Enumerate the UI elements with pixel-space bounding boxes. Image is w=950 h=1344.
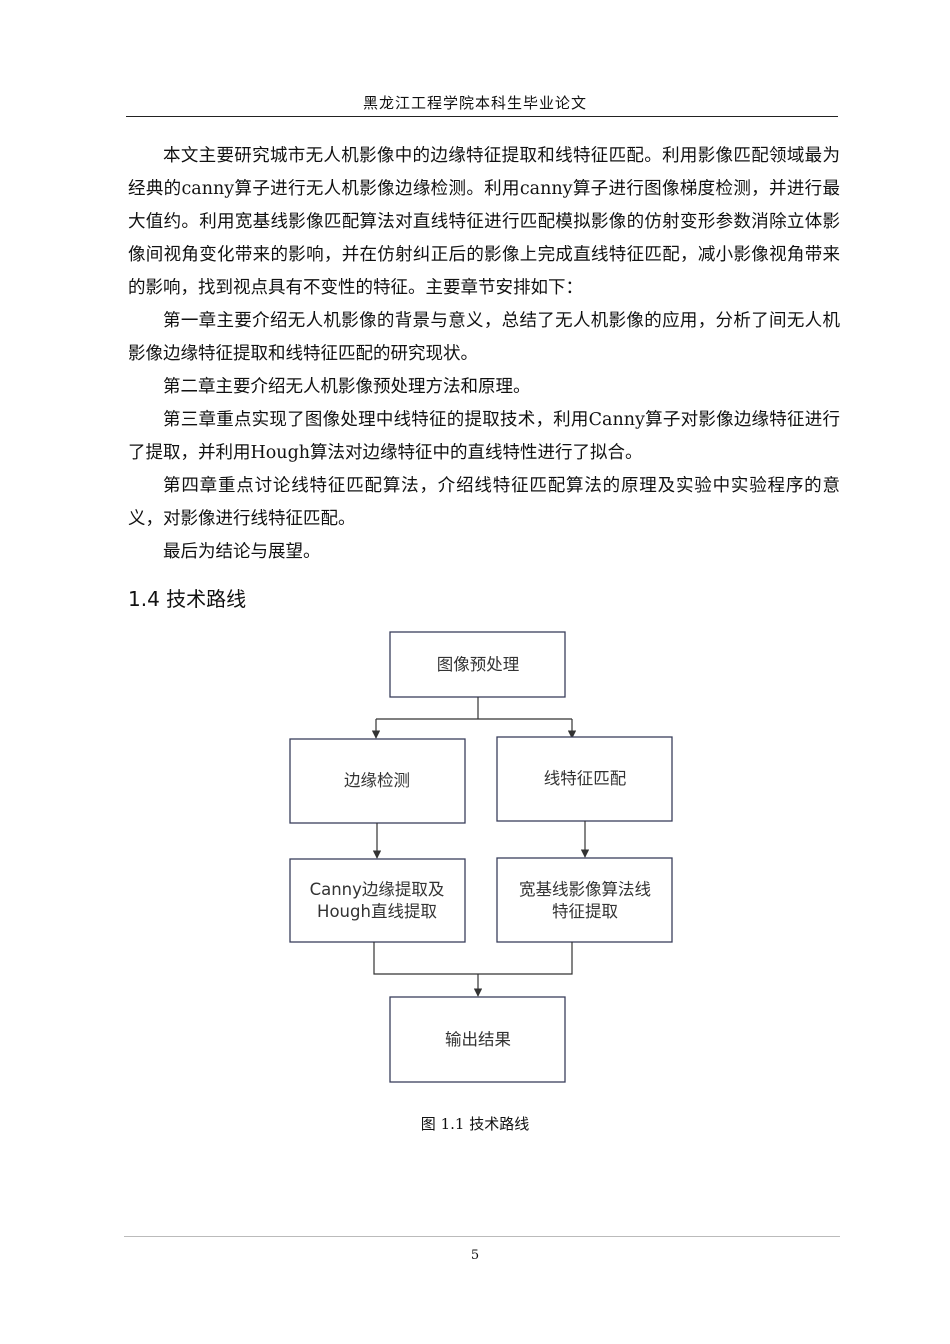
paragraph-chapter-1: 第一章主要介绍无人机影像的背景与意义，总结了无人机影像的应用，分析了间无人机影像… — [128, 311, 840, 364]
paragraph-conclusion: 最后为结论与展望。 — [163, 542, 321, 562]
flow-label-edge-detection: 边缘检测 — [344, 771, 410, 790]
paragraph-chapter-4: 第四章重点讨论线特征匹配算法，介绍线特征匹配算法的原理及实验中实验程序的意义，对… — [128, 476, 840, 529]
paragraph-intro: 本文主要研究城市无人机影像中的边缘特征提取和线特征匹配。利用影像匹配领域最为经典… — [128, 146, 840, 298]
header-divider — [126, 116, 838, 117]
flow-label-wide-baseline-line2: 特征提取 — [552, 902, 618, 921]
running-header: 黑龙江工程学院本科生毕业论文 — [362, 94, 587, 112]
footer-divider — [124, 1236, 840, 1237]
flow-connector-merge — [373, 942, 573, 975]
page-number: 5 — [470, 1248, 480, 1263]
paragraph-chapter-2: 第二章主要介绍无人机影像预处理方法和原理。 — [163, 377, 531, 397]
flow-label-output: 输出结果 — [445, 1030, 511, 1049]
flow-label-preprocess: 图像预处理 — [437, 655, 520, 674]
flow-label-wide-baseline-line1: 宽基线影像算法线 — [519, 880, 651, 899]
figure-caption: 图 1.1 技术路线 — [420, 1115, 530, 1133]
flow-box-preprocess: 图像预处理 — [389, 631, 566, 698]
paragraph-chapter-3: 第三章重点实现了图像处理中线特征的提取技术，利用Canny算子对影像边缘特征进行… — [128, 410, 840, 463]
flow-label-canny-line1: Canny边缘提取及 — [310, 880, 445, 899]
flow-label-canny-line2: Hough直线提取 — [317, 902, 437, 921]
flow-box-wide-baseline: 宽基线影像算法线 特征提取 — [496, 857, 673, 943]
flow-box-canny-hough: Canny边缘提取及 Hough直线提取 — [289, 858, 466, 943]
flow-connector-split — [376, 697, 572, 720]
flow-box-edge-detection: 边缘检测 — [289, 738, 466, 824]
flow-box-line-matching: 线特征匹配 — [496, 736, 673, 822]
flow-box-output: 输出结果 — [389, 996, 566, 1083]
body-text: 本文主要研究城市无人机影像中的边缘特征提取和线特征匹配。利用影像匹配领域最为经典… — [128, 140, 840, 569]
section-heading: 1.4 技术路线 — [128, 587, 247, 611]
flow-label-line-matching: 线特征匹配 — [544, 769, 627, 788]
